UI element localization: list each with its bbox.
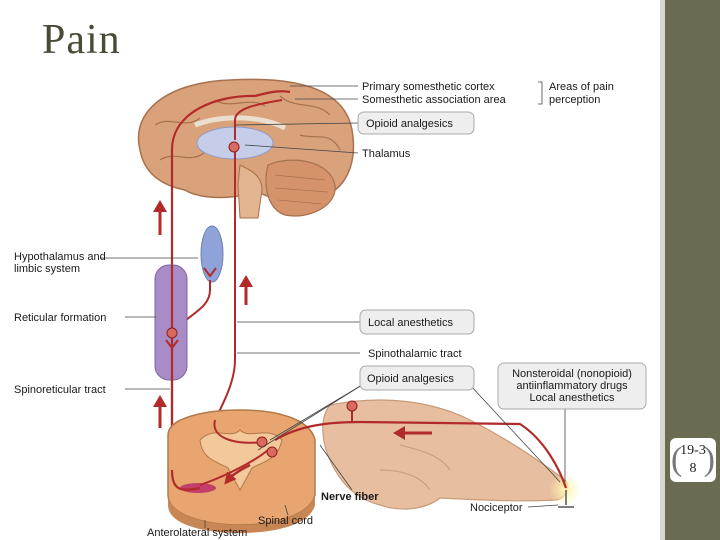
ascending-tract-left — [170, 94, 256, 470]
label-perception: perception — [549, 94, 600, 106]
dorsal-horn-synapse-icon — [266, 446, 278, 458]
reticular-synapse-icon — [166, 327, 178, 339]
label-association-area: Somesthetic association area — [362, 94, 507, 106]
bracket-left-icon: ( — [671, 441, 683, 478]
label-nsaid-2: antiinflammatory drugs — [516, 380, 628, 392]
label-nsaid-1: Nonsteroidal (nonopioid) — [512, 368, 632, 380]
nociceptor-glow-icon — [549, 474, 581, 506]
label-opioid-bottom: Opioid analgesics — [367, 373, 454, 385]
label-local-anesthetics: Local anesthetics — [368, 317, 453, 329]
thalamic-projection — [234, 99, 283, 140]
label-thalamus: Thalamus — [362, 148, 411, 160]
label-nociceptor: Nociceptor — [470, 502, 523, 514]
dorsal-horn-synapse-icon — [256, 436, 268, 448]
bracket-right-icon: ) — [703, 441, 715, 478]
label-nerve-fiber: Nerve fiber — [321, 491, 379, 503]
label-areas-of-pain: Areas of pain — [549, 81, 614, 93]
label-nsaid-3: Local anesthetics — [530, 392, 615, 404]
up-arrow-icon — [239, 275, 253, 305]
thalamus-synapse-icon — [228, 141, 240, 153]
ganglion-icon — [346, 400, 358, 412]
hypothalamus-shape — [200, 225, 224, 283]
local-anesthetics-box — [359, 309, 475, 335]
pain-pathway-diagram: Primary somesthetic cortex Somesthetic a… — [14, 78, 647, 539]
label-limbic: limbic system — [14, 263, 80, 275]
brain-illustration — [137, 78, 355, 219]
label-spinothalamic: Spinothalamic tract — [368, 348, 462, 360]
label-spinoreticular: Spinoreticular tract — [14, 384, 106, 396]
up-arrow-icon — [153, 200, 167, 235]
label-opioid-top: Opioid analgesics — [366, 118, 453, 130]
sidebar-divider — [660, 0, 665, 540]
label-primary-cortex: Primary somesthetic cortex — [362, 81, 495, 93]
label-reticular: Reticular formation — [14, 312, 106, 324]
page-number-badge: ( 19-38 ) — [670, 438, 716, 482]
up-arrow-icon — [153, 395, 167, 428]
label-anterolateral: Anterolateral system — [147, 527, 247, 539]
nsaid-box — [497, 362, 647, 410]
page-number: 19-38 — [680, 443, 706, 476]
nerve-fiber-line — [274, 420, 568, 489]
opioid-analgesics-bottom-box — [359, 365, 475, 391]
label-spinal-cord: Spinal cord — [258, 515, 313, 527]
left-arrow-icon — [393, 426, 405, 440]
finger-illustration — [322, 399, 569, 510]
slide-title: Pain — [42, 17, 121, 63]
label-hypothalamus: Hypothalamus and — [14, 251, 106, 263]
opioid-analgesics-top-box — [357, 111, 475, 135]
